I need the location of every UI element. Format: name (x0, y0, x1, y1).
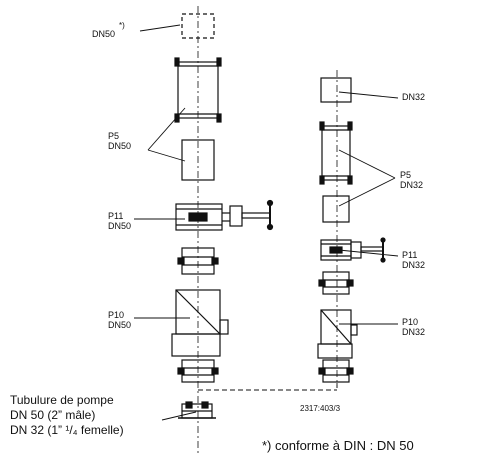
label-top-footnote-marker: *) (119, 21, 125, 30)
coupling-dn50-lower (177, 359, 219, 383)
din-footnote: *) conforme à DIN : DN 50 (262, 438, 414, 453)
p10-dn50-body (171, 289, 229, 357)
p5-dn32-pipe (319, 121, 353, 185)
label-p11-left-dn: DN50 (108, 221, 132, 231)
top-dn50-dashed-box (181, 13, 215, 39)
label-p10-right-dn: DN32 (402, 327, 426, 337)
label-p11-right-name: P11 (402, 250, 418, 260)
connecting-pipe (198, 383, 338, 391)
label-top-dn50: DN50 (92, 29, 116, 39)
top-dn32-box (320, 77, 352, 103)
centerlines (197, 6, 338, 456)
label-p10-right-name: P10 (402, 317, 419, 327)
label-p10-left-name: P10 (108, 310, 125, 320)
coupling-dn32-upper (318, 271, 354, 295)
label-p11-left-name: P11 (108, 211, 124, 221)
leader-lines (134, 24, 399, 421)
pump-nozzle-flange (178, 401, 216, 419)
p10-dn32-body (317, 309, 358, 359)
label-p5-right-name: P5 (400, 170, 412, 180)
p5-dn32-short-piece (322, 195, 350, 223)
label-right-top-dn32: DN32 (402, 92, 426, 102)
coupling-dn50-upper (177, 247, 219, 275)
pump-nozzle-dn32: DN 32 (1” ¹/₄ femelle) (10, 423, 124, 437)
pump-nozzle-dn50: DN 50 (2” mâle) (10, 408, 96, 422)
label-p5-right-dn: DN32 (400, 180, 424, 190)
label-p11-right-dn: DN32 (402, 260, 426, 270)
label-p10-left-dn: DN50 (108, 320, 132, 330)
coupling-dn32-lower (318, 359, 354, 383)
drawing-number: 2317:403/3 (300, 404, 341, 413)
pump-nozzle-title: Tubulure de pompe (10, 393, 114, 407)
p5-dn50-pipe (174, 57, 222, 123)
label-p5-left-name: P5 (108, 131, 120, 141)
p11-dn50-valve (175, 199, 274, 231)
p11-dn32-valve (320, 237, 386, 263)
label-p5-left-dn: DN50 (108, 141, 132, 151)
